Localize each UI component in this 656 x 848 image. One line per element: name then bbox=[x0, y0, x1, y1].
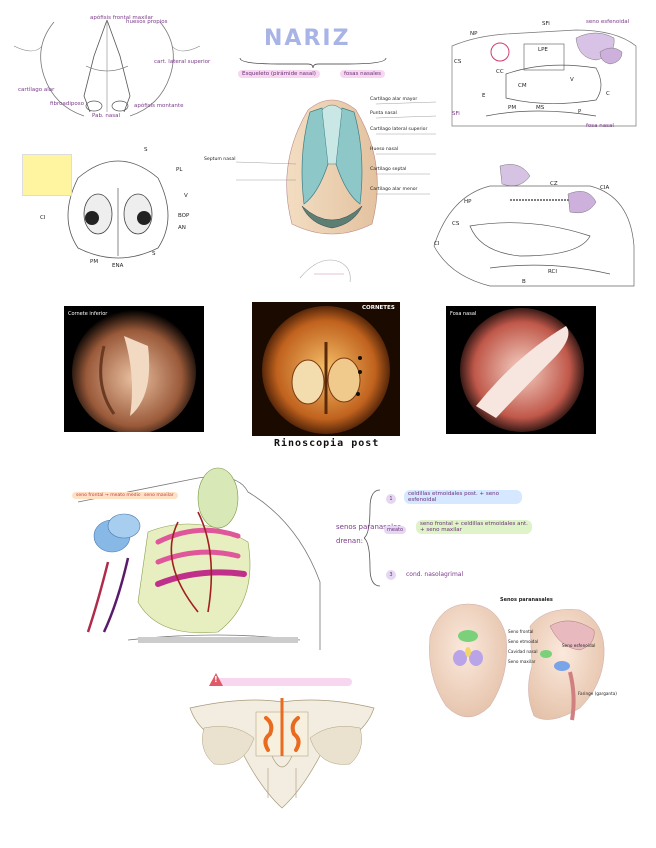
notes-bullet-3: 3 bbox=[386, 570, 396, 580]
lw-seno-esfenoidal: seno esfenoidal bbox=[586, 20, 629, 26]
photo-caption: Rinoscopia post bbox=[274, 438, 379, 449]
nose-label-1: Cartílago alar mayor bbox=[370, 98, 417, 103]
ethmoid-warning-bar bbox=[212, 678, 352, 686]
lw-fosa: fosa nasal bbox=[586, 124, 614, 130]
lw-cs: CS bbox=[454, 60, 461, 66]
lw-p: P bbox=[578, 110, 581, 116]
photo2-label: CORNETES bbox=[362, 306, 395, 312]
panel-septum: HP CZ CS CI CIA B RCI bbox=[430, 156, 640, 292]
panel-sinus-drainage: seno frontal → meato medio seno maxilar bbox=[68, 462, 324, 652]
nos-an: AN bbox=[178, 226, 186, 232]
sep-b: B bbox=[522, 280, 526, 286]
nos-ci: CI bbox=[40, 216, 45, 222]
heads-label-4: Seno maxilar bbox=[508, 660, 536, 664]
nos-pl: PL bbox=[176, 168, 182, 174]
photo3-label: Fosa nasal bbox=[450, 312, 476, 317]
title-brace bbox=[238, 56, 388, 70]
nose-label-5: Cartílago septal bbox=[370, 168, 406, 173]
notes-item-2: seno frontal + celdillas etmoidales ant.… bbox=[416, 520, 532, 534]
lw-cm: CM bbox=[518, 84, 527, 90]
pyr-label-4: cartílago alar bbox=[18, 88, 54, 94]
nose-label-3: Cartílago lateral superior bbox=[370, 128, 427, 133]
pyr-label-5: fibroadiposo bbox=[50, 102, 84, 108]
panel-ethmoid: ! bbox=[184, 668, 380, 814]
drainage-tag-1: seno frontal → meato medio bbox=[72, 492, 145, 499]
notes-bullet-1: 1 bbox=[386, 494, 396, 504]
septum-drawing bbox=[430, 156, 640, 292]
lw-e: E bbox=[482, 94, 485, 100]
panel-sinus-notes: senos paranasales drenan: 1 celdillas et… bbox=[330, 484, 530, 594]
pyr-label-2: huesos propios bbox=[126, 20, 167, 26]
sep-hp: HP bbox=[464, 200, 471, 206]
pyr-label-7: Pab. nasal bbox=[92, 114, 120, 120]
small-sketch-thumbnail bbox=[290, 248, 360, 290]
notes-item-3: cond. nasolagrimal bbox=[406, 572, 463, 578]
heads-title: Senos paranasales bbox=[500, 598, 553, 603]
sep-ci: CI bbox=[434, 242, 439, 248]
pyr-label-6: apófisis montante bbox=[134, 104, 183, 110]
notes-item-1: celdillas etmoidales post. + seno esfeno… bbox=[404, 490, 522, 504]
heads-label-1: Seno frontal bbox=[508, 630, 533, 634]
nos-v: V bbox=[184, 194, 188, 200]
panel-nostrils: S PL V BOP AN CI PM ENA S bbox=[18, 148, 214, 280]
title-sub-right: fosas nasales bbox=[340, 70, 385, 78]
panel-heads: Senos paranasales Seno frontal Seno etmo… bbox=[420, 596, 608, 732]
heads-label-2: Seno etmoidal bbox=[508, 640, 538, 644]
panel-nasal-pyramid: apófisis frontal maxilar huesos propios … bbox=[14, 16, 200, 122]
lw-sfi: SFi bbox=[542, 22, 550, 28]
lw-np: NP bbox=[470, 32, 477, 38]
photo1-label: Cornete inferior bbox=[68, 312, 107, 317]
heads-label-5: Seno esfenoidal bbox=[562, 644, 595, 648]
sinus-drainage-drawing bbox=[68, 462, 324, 652]
panel-lateral-wall: NP SFi seno esfenoidal CS LPE CC CM V E … bbox=[446, 16, 642, 134]
sep-cz: CZ bbox=[550, 182, 558, 188]
lw-lpe: LPE bbox=[538, 48, 548, 54]
sep-cs: CS bbox=[452, 222, 459, 228]
endoscopy-photo-2: CORNETES bbox=[252, 302, 400, 436]
endoscopy-photo-3: Fosa nasal bbox=[446, 306, 596, 434]
drainage-tag-2: seno maxilar bbox=[140, 492, 178, 499]
nostrils-note-box bbox=[22, 154, 72, 196]
nos-s: S bbox=[144, 148, 148, 154]
lw-cc: CC bbox=[496, 70, 504, 76]
lw-v: V bbox=[570, 78, 574, 84]
heads-label-6: Faringe (garganta) bbox=[578, 692, 617, 696]
endoscopy-photo-1: Cornete inferior bbox=[64, 306, 204, 432]
notes-bullet-2: meato bbox=[384, 526, 406, 534]
warning-icon-mark: ! bbox=[214, 675, 218, 684]
nose-label-2: Punta nasal bbox=[370, 112, 397, 117]
nos-bop: BOP bbox=[178, 214, 189, 220]
nos-ena: ENA bbox=[112, 264, 123, 270]
pyr-label-3: cart. lateral superior bbox=[154, 60, 210, 66]
nos-s2: S bbox=[152, 252, 156, 258]
lw-c: C bbox=[606, 92, 610, 98]
nose-label-7: Cartílago alar menor bbox=[370, 188, 417, 193]
heads-label-3: Cavidad nasal bbox=[508, 650, 537, 654]
lw-pm: PM bbox=[508, 106, 516, 112]
nose-label-4: Hueso nasal bbox=[370, 148, 398, 153]
sep-cia: CIA bbox=[600, 186, 609, 192]
lw-sf: SFi bbox=[452, 112, 460, 118]
nose-label-6: Septum nasal bbox=[204, 158, 236, 163]
sep-rci: RCI bbox=[548, 270, 557, 276]
page-title: NARIZ bbox=[264, 26, 351, 51]
notes-drenan: drenan: bbox=[336, 538, 363, 545]
title-sub-left: Esqueleto (pirámide nasal) bbox=[238, 70, 320, 78]
lw-ms: MS bbox=[536, 106, 544, 112]
nos-pm: PM bbox=[90, 260, 98, 266]
ethmoid-drawing bbox=[184, 668, 380, 814]
